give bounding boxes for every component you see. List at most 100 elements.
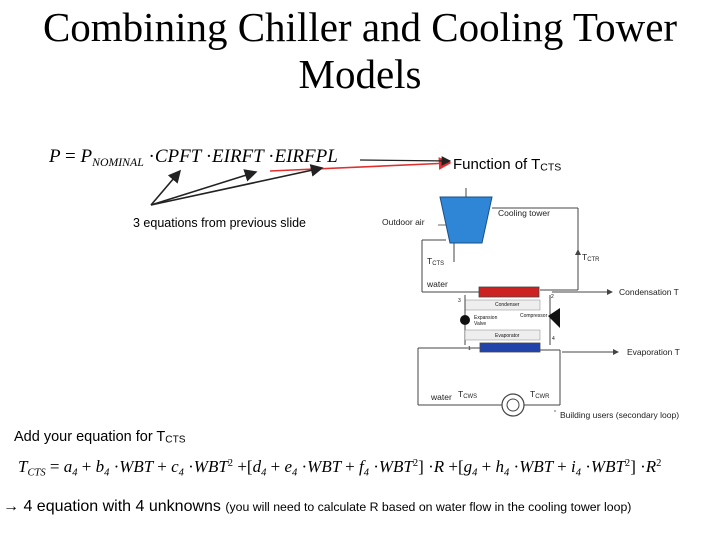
teq-wbt-5: WBT — [519, 457, 553, 476]
teq-plus-7: + — [481, 457, 492, 476]
teq-dot-8: · — [640, 457, 646, 476]
arrow-to-eirft — [150, 169, 258, 206]
teq-sq-4: 2 — [656, 458, 662, 470]
arrow-to-eirfpl — [150, 164, 324, 206]
condenser-label: Condenser — [495, 302, 520, 308]
teq-e: e — [284, 457, 292, 476]
tcwr-label: TCWR — [530, 389, 549, 400]
tctr-t: T — [582, 252, 588, 262]
teq-lhs-sub: CTS — [27, 467, 46, 479]
tcws-label: TCWS — [458, 389, 477, 400]
evaporator-box — [479, 342, 541, 353]
teq-a-idx: 4 — [72, 467, 78, 479]
teq-d-idx: 4 — [261, 467, 267, 479]
arrow-to-cpft — [150, 169, 182, 206]
teq-plus-1: + — [81, 457, 92, 476]
teq-dot-1: · — [113, 457, 120, 476]
compressor-shape — [548, 308, 560, 328]
eq-dot-3: · — [268, 146, 275, 167]
teq-dot-5: · — [428, 457, 434, 476]
teq-i: i — [571, 457, 576, 476]
teq-g-idx: 4 — [472, 467, 478, 479]
condenser-box — [478, 286, 540, 298]
state-4-label: 4 — [552, 336, 555, 342]
expansion-valve-dot — [460, 315, 470, 325]
power-equation: P = PNOMINAL ·CPFT ·EIRFT ·EIRFPL — [49, 146, 338, 170]
teq-dot-4: · — [373, 457, 379, 476]
teq-b: b — [95, 457, 105, 476]
tcwr-sub: CWR — [535, 393, 550, 400]
valve-label: Valve — [474, 321, 487, 327]
add-equation-text: Add your equation for T — [14, 429, 166, 445]
black-arrow-line — [359, 156, 452, 166]
teq-e-idx: 4 — [291, 467, 298, 479]
water-top-label: water — [427, 279, 448, 289]
eq-eirft: EIRFT — [212, 146, 264, 167]
state-2-label: 2 — [551, 294, 554, 300]
function-label-sub: CTS — [540, 161, 562, 174]
teq-i-idx: 4 — [575, 467, 581, 479]
unknowns-detail: (you will need to calculate R based on w… — [225, 500, 632, 514]
evaporator-label: Evaporator — [495, 333, 520, 339]
teq-equals: = — [49, 457, 60, 476]
teq-plus-2: + — [157, 457, 167, 476]
teq-plus-4: + — [270, 457, 281, 476]
teq-dot-6: · — [513, 457, 520, 476]
state-1-label: 1 — [468, 346, 471, 352]
slide-title: Combining Chiller and Cooling Tower Mode… — [42, 4, 678, 97]
eq-dot-2: · — [205, 146, 213, 167]
teq-h: h — [495, 457, 505, 476]
cooling-tower-shape — [439, 196, 493, 244]
cooling-tower-label: Cooling tower — [498, 208, 550, 218]
teq-dot-2: · — [188, 457, 194, 476]
teq-lhs: T — [18, 457, 28, 476]
tcwr-t: T — [530, 389, 536, 399]
function-label: Function of TCTS — [453, 156, 561, 174]
eq-equals: = — [65, 146, 76, 167]
three-equations-label: 3 equations from previous slide — [133, 216, 307, 230]
teq-wbt-4: WBT — [378, 457, 413, 476]
unknowns-note: → 4 equation with 4 unknowns (you will n… — [3, 498, 631, 516]
tctr-sub: CTR — [587, 256, 600, 263]
tcws-sub: CWS — [463, 393, 478, 400]
red-arrow-line — [269, 157, 452, 172]
teq-g: g — [463, 457, 473, 476]
teq-dot-7: · — [585, 457, 591, 476]
compressor-label: Compressor — [520, 313, 548, 319]
teq-r-2: R — [645, 457, 657, 476]
teq-plus-8: + — [557, 457, 567, 476]
add-equation-label: Add your equation for TCTS — [14, 429, 186, 446]
teq-dot-3: · — [301, 457, 308, 476]
teq-wbt-6: WBT — [590, 457, 625, 476]
teq-f: f — [358, 457, 364, 476]
state-3-label: 3 — [458, 298, 461, 304]
eq-p-nominal-sub: NOMINAL — [92, 156, 144, 170]
teq-c-idx: 4 — [178, 467, 184, 479]
function-label-text: Function of T — [453, 156, 541, 173]
teq-h-idx: 4 — [504, 467, 510, 479]
tcts-label: TCTS — [427, 256, 444, 267]
teq-sq-3: 2 — [624, 458, 631, 470]
teq-a: a — [63, 457, 73, 476]
teq-wbt-3: WBT — [307, 457, 341, 476]
unknowns-main: → 4 equation with 4 unknowns — [3, 498, 221, 515]
condensation-t-label: Condensation T — [619, 287, 679, 297]
teq-d: d — [252, 457, 262, 476]
teq-c: c — [171, 457, 179, 476]
teq-wbt-1: WBT — [119, 457, 153, 476]
tower-equation: TCTS = a4 + b4 ·WBT + c4 ·WBT2 +[d4 + e4… — [18, 457, 661, 479]
teq-rbr-2: ] — [630, 457, 636, 476]
teq-rbr-1: ] — [418, 457, 424, 476]
teq-lbr-2: [ — [457, 457, 464, 476]
teq-plus-6: + — [448, 457, 458, 476]
teq-lbr-1: [ — [246, 457, 253, 476]
teq-sq-2: 2 — [412, 458, 419, 470]
evaporator-panel — [464, 329, 541, 341]
eq-p: P — [49, 146, 61, 167]
teq-f-idx: 4 — [363, 467, 369, 479]
teq-plus-5: + — [345, 457, 355, 476]
teq-plus-3: + — [237, 457, 247, 476]
water-bottom-label: water — [431, 392, 452, 402]
eq-cpft: CPFT — [154, 146, 201, 167]
